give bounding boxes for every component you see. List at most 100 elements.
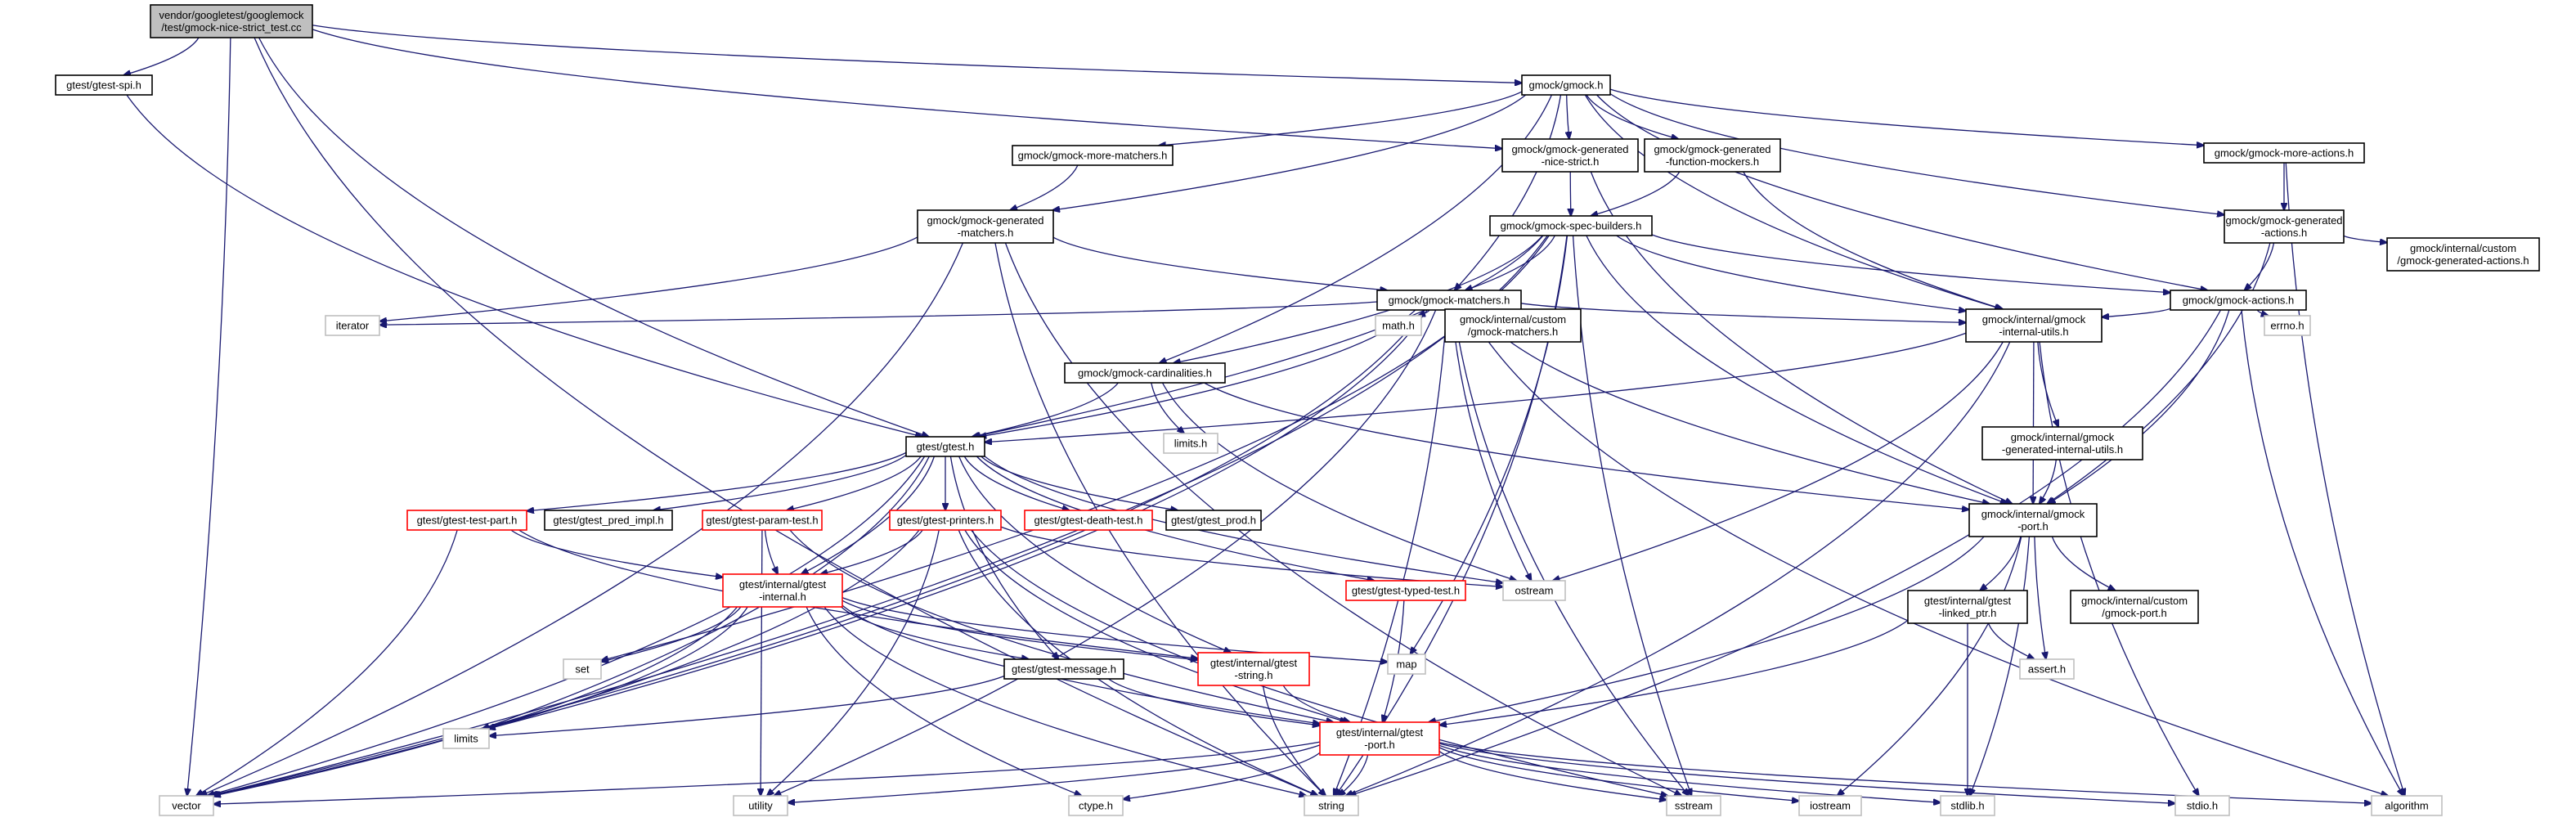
node-test-part[interactable]: gtest/gtest-test-part.h [406,510,527,531]
node-gen-actions[interactable]: gmock/gmock-generated-actions.h [2224,209,2345,244]
node-gtest-internal[interactable]: gtest/internal/gtest-internal.h [722,573,843,608]
edge-message-to-limits [489,675,1005,735]
node-label: gtest/internal/gtest [1924,595,2012,607]
node-custom-port[interactable]: gmock/internal/custom/gmock-port.h [2070,590,2199,624]
node-message[interactable]: gtest/gtest-message.h [1003,658,1124,680]
node-label: gtest/gtest-message.h [1012,663,1116,676]
edge-gtest_spi-to-gtest_h [126,94,922,437]
edge-internal_utils-to-gtest_h [985,332,1967,442]
node-typed-test[interactable]: gtest/gtest-typed-test.h [1345,580,1466,601]
node-param-test[interactable]: gtest/gtest-param-test.h [702,510,823,531]
edge-param_test-to-gtest_internal [764,529,778,574]
edge-gtest_h-to-test_part [527,451,907,510]
edge-matchers-to-vector [211,309,1425,796]
node-label: errno.h [2270,320,2304,332]
node-gtest-string[interactable]: gtest/internal/gtest-string.h [1197,652,1310,686]
node-box [1345,580,1466,601]
node-label: gmock/internal/gmock [2011,431,2115,443]
node-label: gtest/internal/gtest [1210,657,1298,669]
node-gmock-h[interactable]: gmock/gmock.h [1521,74,1611,96]
node-box [2174,795,2230,816]
node-box [1165,510,1262,531]
node-box [1003,658,1124,680]
node-box [159,795,214,816]
node-linked-ptr[interactable]: gtest/internal/gtest-linked_ptr.h [1907,590,2028,624]
node-label: gmock/gmock-more-matchers.h [1018,150,1168,162]
node-box [1068,795,1124,816]
edge-gmock_port-to-gtest_port [1429,536,1985,722]
node-map: map [1387,654,1426,675]
edge-gmock_h-to-more_actions [1609,88,2204,146]
node-algorithm: algorithm [2371,795,2443,816]
node-gmock-port[interactable]: gmock/internal/gmock-port.h [1968,503,2098,537]
node-label: ctype.h [1079,800,1113,812]
node-more-actions[interactable]: gmock/gmock-more-actions.h [2203,142,2365,164]
node-label: iterator [336,320,370,332]
node-box [1981,426,2143,460]
edge-gtest_port-to-algorithm [1438,742,2372,803]
edge-gtest_port-to-vector [213,741,1321,804]
edge-gmock_h-to-cardinalities [1160,94,1553,363]
node-gtest-h[interactable]: gtest/gtest.h [905,436,985,457]
node-box [1012,145,1174,166]
node-box [2386,237,2540,272]
node-death-test[interactable]: gtest/gtest-death-test.h [1024,510,1153,531]
edge-gen_func_mockers-to-internal_utils [1743,171,2003,309]
node-gtest-spi[interactable]: gtest/gtest-spi.h [55,74,153,96]
node-root[interactable]: vendor/googletest/googlemock/test/gmock-… [150,4,313,38]
node-label: -linked_ptr.h [1939,607,1997,619]
node-box [1024,510,1153,531]
node-label: math.h [1382,320,1415,332]
edge-gen_matchers-to-matchers [1052,236,1387,290]
node-box [325,315,380,336]
edge-gtest_h-to-ostream [984,456,1503,583]
node-gen-func-mockers[interactable]: gmock/gmock-generated-function-mockers.h [1644,138,1781,173]
node-spec-builders[interactable]: gmock/gmock-spec-builders.h [1489,215,1653,236]
node-box [1489,215,1653,236]
node-gen-internal-utils[interactable]: gmock/internal/gmock-generated-internal-… [1981,426,2143,460]
node-label: -nice-strict.h [1542,155,1600,168]
node-label: gtest/gtest_prod.h [1171,514,1256,527]
node-label: -internal-utils.h [1999,326,2068,338]
edge-gtest_port-to-ctype [1123,752,1321,799]
edge-cardinalities-to-limits_h [1151,382,1184,433]
node-box [2170,290,2307,311]
node-pred-impl[interactable]: gtest/gtest_pred_impl.h [544,510,673,531]
node-label: -port.h [1364,739,1395,751]
node-utility: utility [733,795,788,816]
edge-internal_utils-to-stdio [2039,341,2199,796]
edge-gen_internal_utils-to-gmock_port [2040,459,2057,504]
node-box [544,510,673,531]
node-custom-matchers[interactable]: gmock/internal/custom/gmock-matchers.h [1444,308,1582,343]
node-more-matchers[interactable]: gmock/gmock-more-matchers.h [1012,145,1174,166]
node-label: gmock/internal/custom [2081,595,2188,607]
node-gtest-port[interactable]: gtest/internal/gtest-port.h [1319,721,1440,756]
node-box [1375,315,1422,336]
edge-root-to-gtest_h [258,37,929,437]
node-label: utility [748,800,773,812]
node-internal-utils[interactable]: gmock/internal/gmock-internal-utils.h [1965,308,2103,343]
node-box [1163,433,1218,454]
edge-linked_ptr-to-assert [1987,622,2035,659]
edge-gmock_h-to-actions [1596,94,2208,290]
node-cardinalities[interactable]: gmock/gmock-cardinalities.h [1064,362,1226,384]
edge-gen_nice_strict-to-gmock_port [1590,171,2012,504]
node-gen-nice-strict[interactable]: gmock/gmock-generated-nice-strict.h [1501,138,1639,173]
node-printers[interactable]: gtest/gtest-printers.h [889,510,1002,531]
node-label: /gmock-generated-actions.h [2397,254,2529,267]
node-label: gtest/internal/gtest [1336,726,1424,739]
edge-gtest_internal-to-vector [213,606,738,796]
node-label: gtest/gtest-test-part.h [417,514,518,527]
node-box [1965,308,2103,343]
node-label: gmock/gmock-actions.h [2183,294,2295,307]
node-prod[interactable]: gtest/gtest_prod.h [1165,510,1262,531]
edge-param_test-to-utility [761,529,762,796]
edge-spec_builders-to-gmock_port [1586,235,2008,504]
node-gen-matchers[interactable]: gmock/gmock-generated-matchers.h [917,209,1054,244]
node-actions[interactable]: gmock/gmock-actions.h [2170,290,2307,311]
edge-spec_builders-to-sstream [1572,235,1692,796]
node-custom-gen-actions[interactable]: gmock/internal/custom/gmock-generated-ac… [2386,237,2540,272]
node-matchers[interactable]: gmock/gmock-matchers.h [1376,290,1522,311]
node-label: gmock/internal/custom [2410,242,2516,254]
